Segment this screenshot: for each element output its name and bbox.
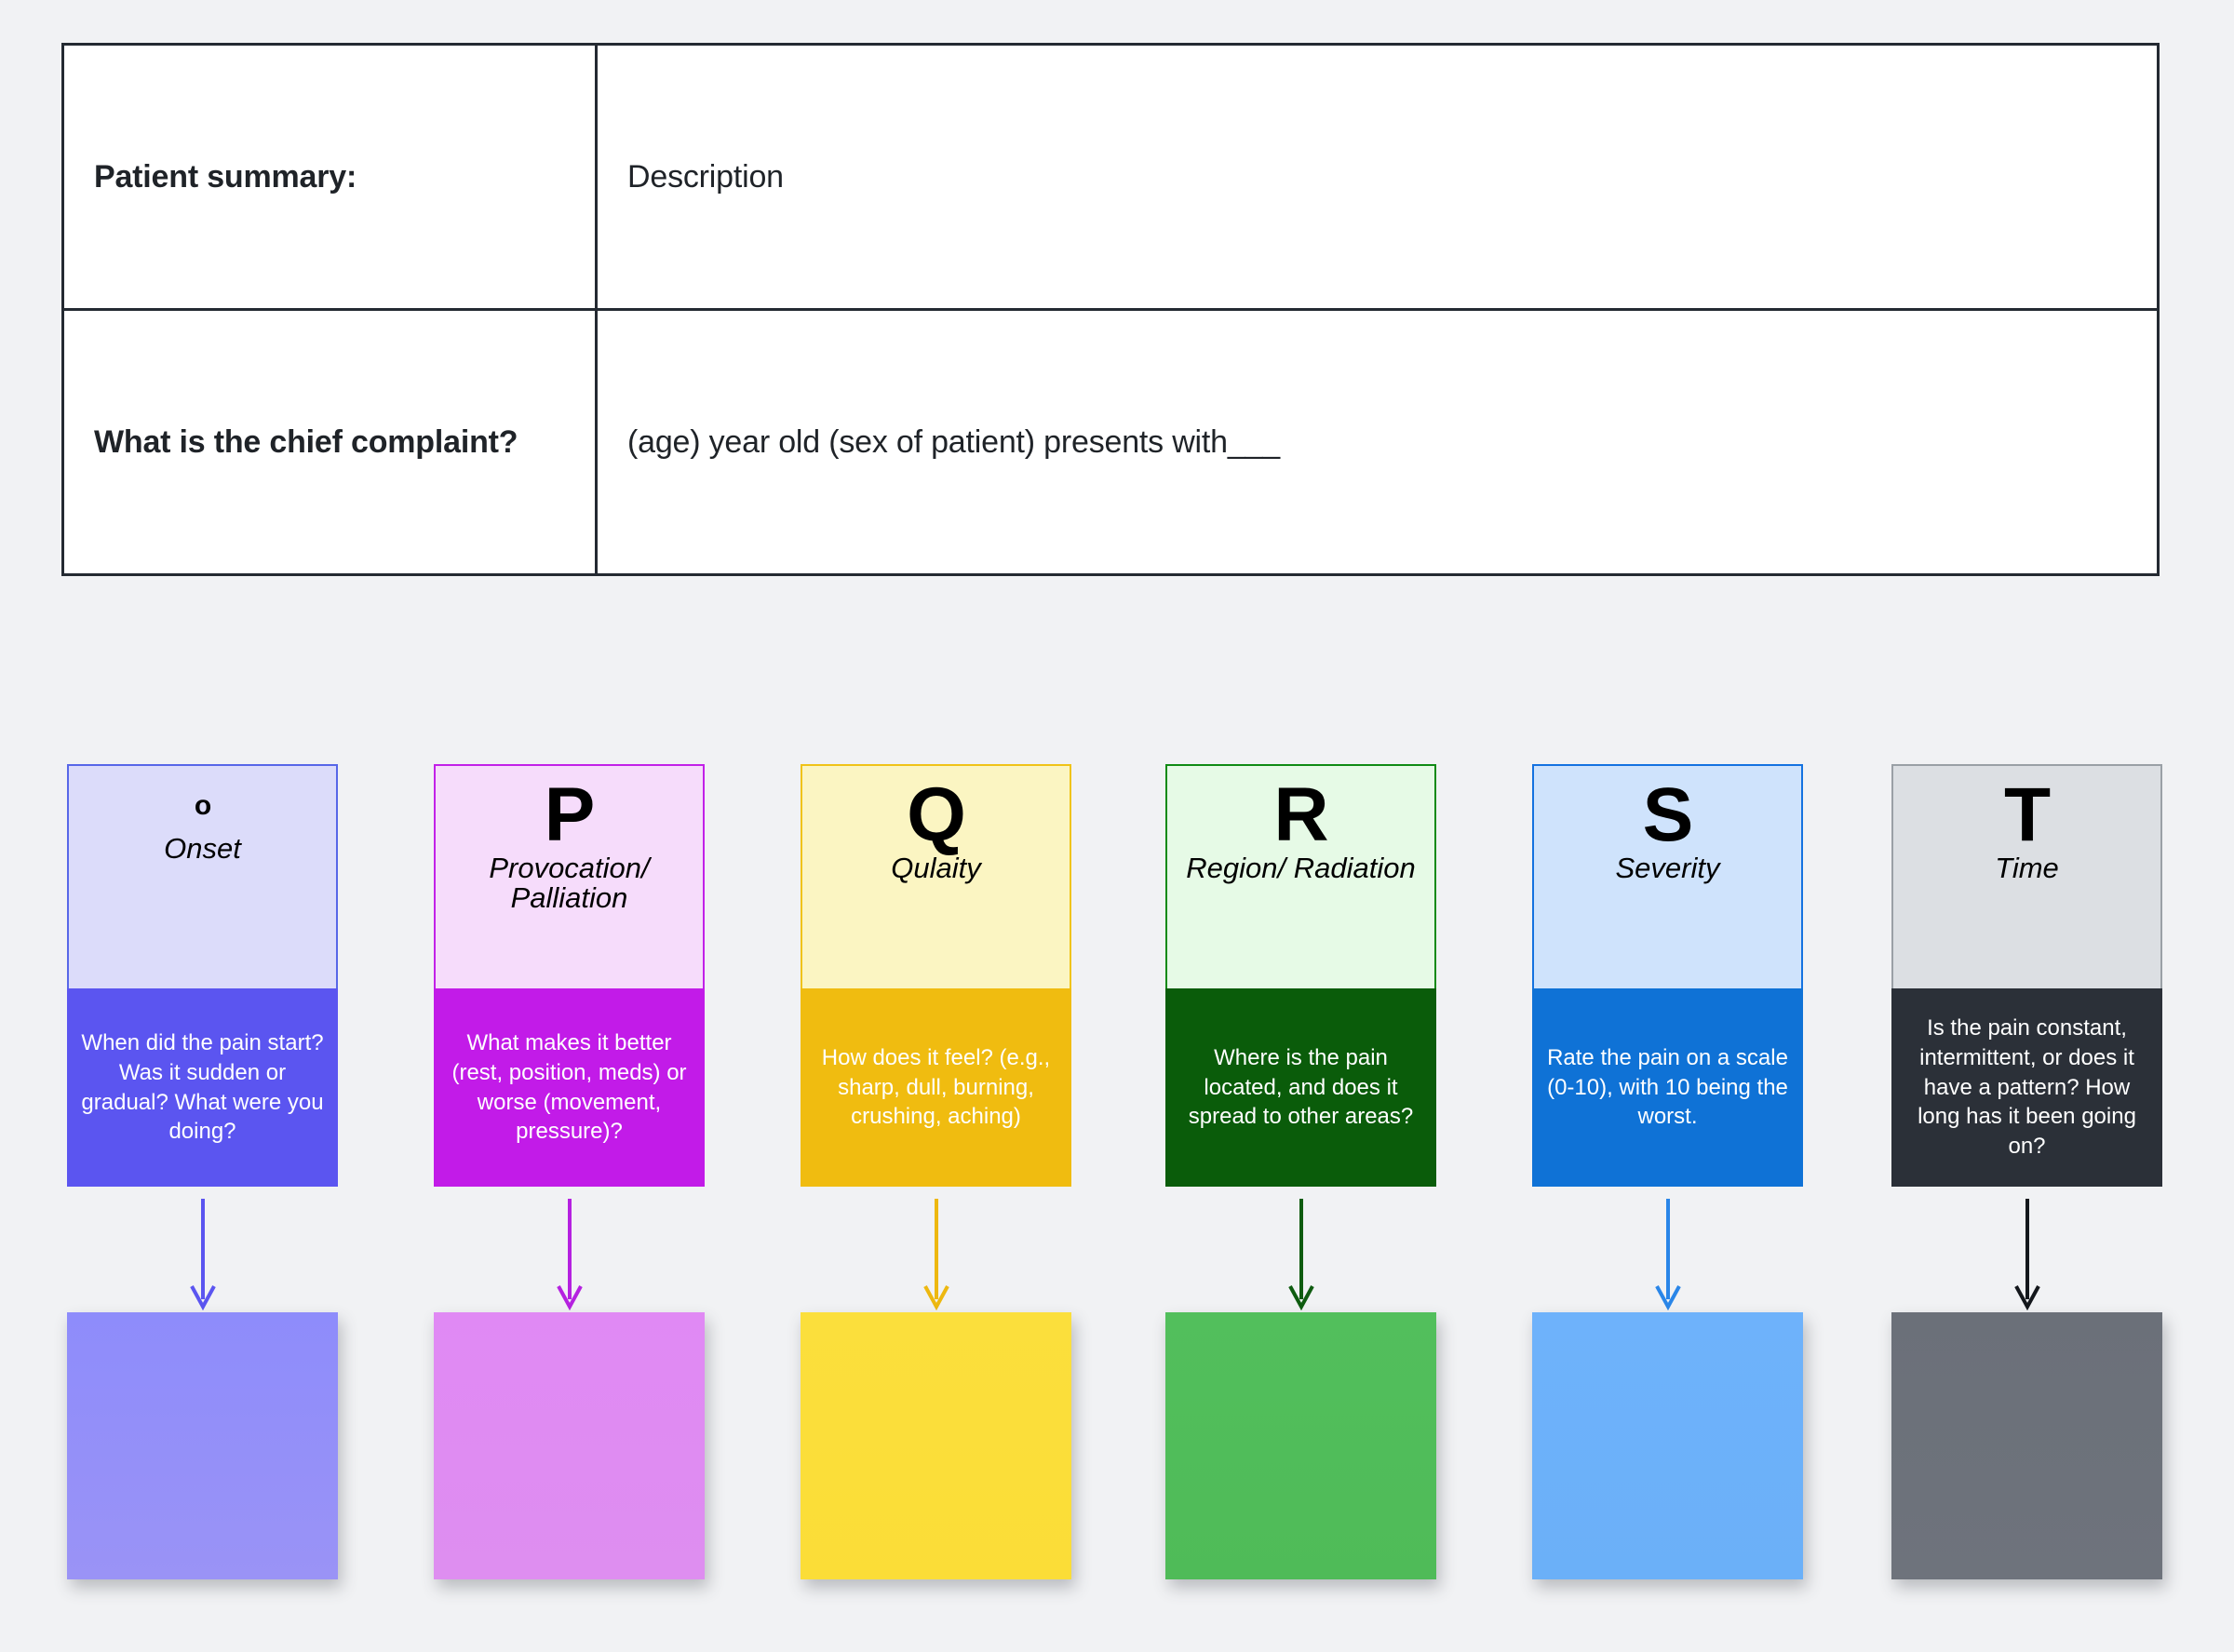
intake-table-body: Patient summary: Description What is the… bbox=[61, 43, 2160, 576]
card-question-provocation: What makes it better (rest, position, me… bbox=[434, 988, 705, 1187]
chief-complaint-label: What is the chief complaint? bbox=[61, 308, 598, 576]
arrow-down-provocation-icon bbox=[551, 1199, 588, 1310]
table-row: Patient summary: Description bbox=[61, 43, 2160, 311]
patient-summary-value[interactable]: Description bbox=[595, 43, 2160, 311]
card-title-time: Time bbox=[1995, 851, 2059, 884]
arrow-down-onset-icon bbox=[184, 1199, 222, 1310]
table-row: What is the chief complaint? (age) year … bbox=[61, 308, 2160, 576]
card-letter-severity: S bbox=[1642, 772, 1694, 857]
card-question-time: Is the pain constant, intermittent, or d… bbox=[1891, 988, 2162, 1187]
card-title-severity: Severity bbox=[1615, 851, 1720, 884]
card-letter-provocation: P bbox=[544, 772, 596, 857]
arrow-down-time-icon bbox=[2009, 1199, 2046, 1310]
patient-summary-label: Patient summary: bbox=[61, 43, 598, 311]
card-question-region: Where is the pain located, and does it s… bbox=[1165, 988, 1436, 1187]
card-title-provocation: Provocation/ Palliation bbox=[489, 851, 650, 915]
answer-box-onset[interactable] bbox=[67, 1312, 338, 1579]
arrow-down-severity-icon bbox=[1649, 1199, 1687, 1310]
answer-box-severity[interactable] bbox=[1532, 1312, 1803, 1579]
card-title-region: Region/ Radiation bbox=[1186, 851, 1416, 884]
card-letter-time: T bbox=[2003, 772, 2051, 857]
card-question-onset: When did the pain start? Was it sudden o… bbox=[67, 988, 338, 1187]
answer-box-provocation[interactable] bbox=[434, 1312, 705, 1579]
patient-intake-table: Patient summary: Description What is the… bbox=[61, 43, 2160, 576]
arrow-down-qulaity-icon bbox=[918, 1199, 955, 1310]
card-title-onset: Onset bbox=[164, 832, 241, 865]
card-letter-region: R bbox=[1273, 772, 1328, 857]
answer-box-qulaity[interactable] bbox=[801, 1312, 1071, 1579]
answer-box-time[interactable] bbox=[1891, 1312, 2162, 1579]
card-title-qulaity: Qulaity bbox=[891, 851, 981, 884]
answer-box-region[interactable] bbox=[1165, 1312, 1436, 1579]
arrow-down-region-icon bbox=[1283, 1199, 1320, 1310]
chief-complaint-value[interactable]: (age) year old (sex of patient) presents… bbox=[595, 308, 2160, 576]
card-question-severity: Rate the pain on a scale (0-10), with 10… bbox=[1532, 988, 1803, 1187]
card-letter-onset: o bbox=[194, 790, 211, 821]
card-question-qulaity: How does it feel? (e.g., sharp, dull, bu… bbox=[801, 988, 1071, 1187]
card-letter-qulaity: Q bbox=[907, 772, 966, 857]
